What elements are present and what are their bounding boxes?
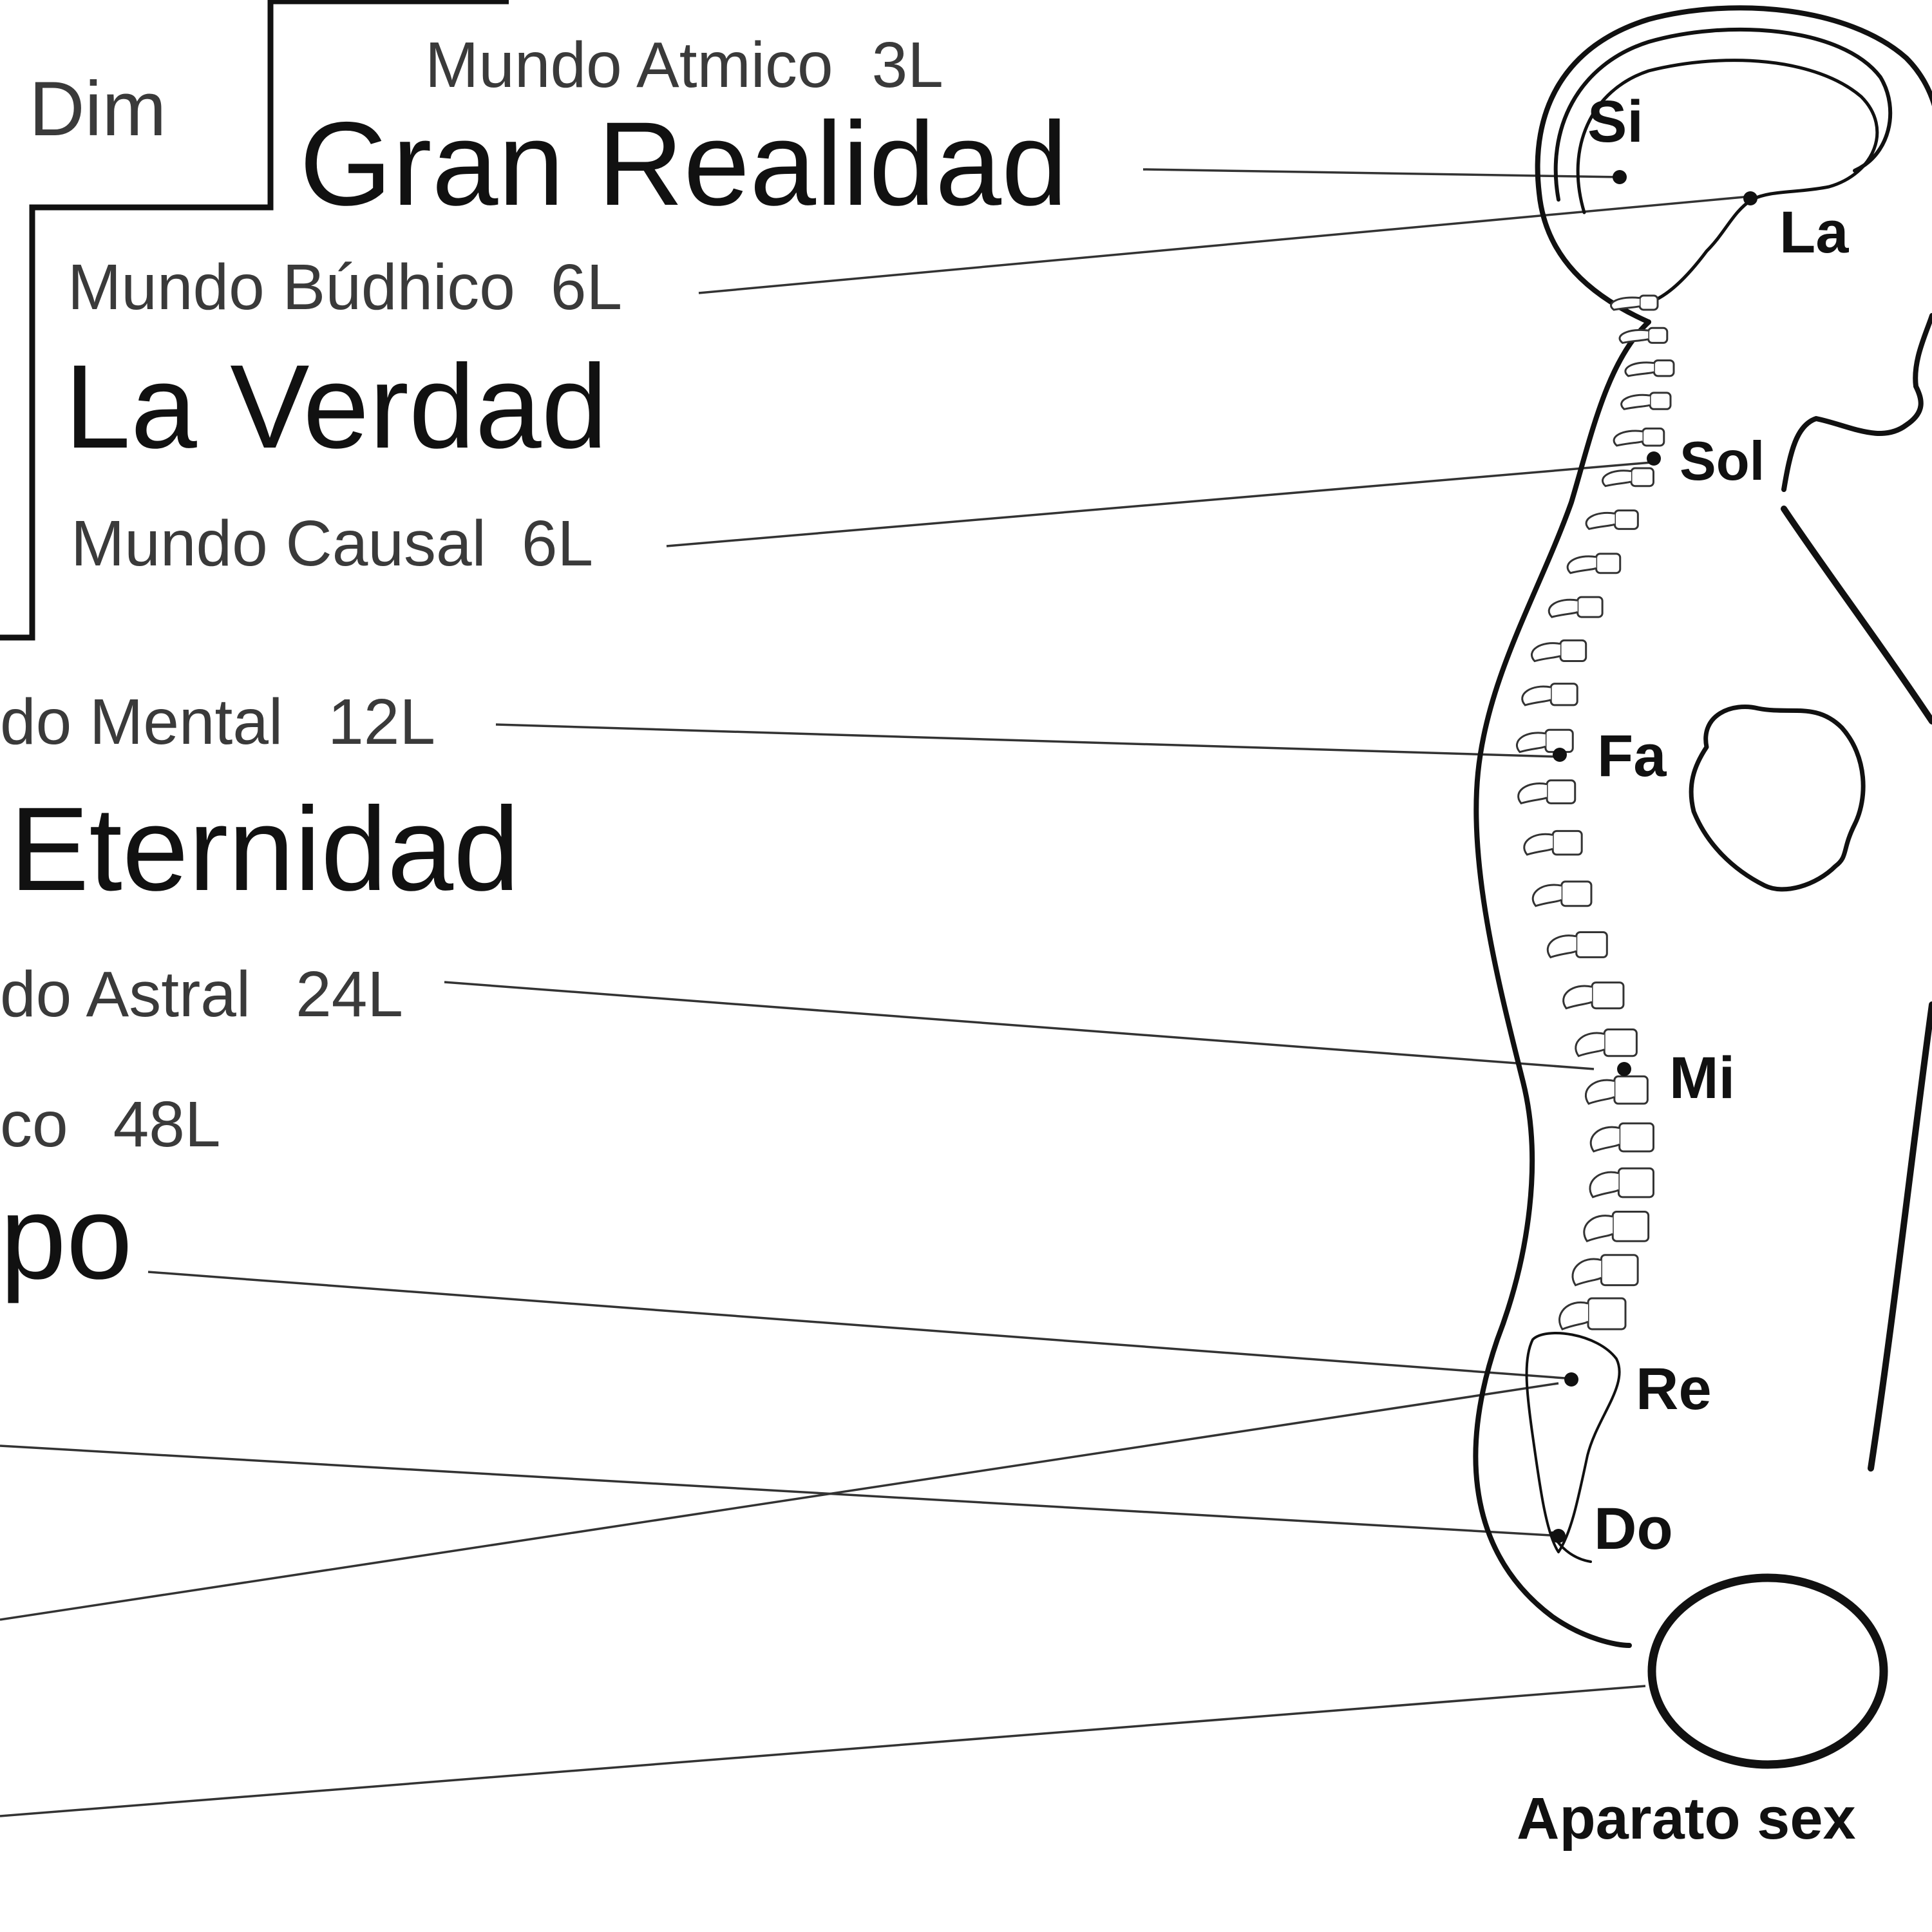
vertebra-process <box>1523 833 1554 856</box>
realm-gran-realidad: Gran Realidad <box>299 98 1068 231</box>
brain-outline <box>1576 59 1879 305</box>
note-la: La <box>1779 200 1849 265</box>
note-si: Si <box>1587 89 1643 155</box>
vertebra-process <box>1620 393 1651 410</box>
vertebra <box>1653 359 1675 377</box>
vertebra <box>1591 981 1625 1010</box>
note-re: Re <box>1636 1356 1712 1422</box>
vertebra <box>1638 294 1659 311</box>
leader-si <box>1142 168 1620 178</box>
point-mi <box>1617 1062 1631 1076</box>
spine <box>1515 294 1675 1331</box>
dimension-frame <box>0 0 509 641</box>
vertebra-process <box>1624 361 1654 377</box>
vertebra-process <box>1618 328 1649 345</box>
back-contour <box>1473 319 1651 1648</box>
head-inner-outline <box>1553 27 1893 202</box>
vertebra-process <box>1531 642 1561 663</box>
vertebra <box>1551 829 1583 856</box>
vertebra <box>1649 392 1672 410</box>
leader-mi <box>444 981 1595 1070</box>
vertebra-process <box>1548 598 1578 618</box>
point-re <box>1564 1372 1578 1387</box>
sex-organ-circle <box>1647 1573 1888 1769</box>
vertebra <box>1614 509 1639 530</box>
point-sol <box>1647 451 1661 466</box>
vertebra-process <box>1613 430 1643 447</box>
vertebra-process <box>1566 555 1597 574</box>
vertebra <box>1618 1122 1654 1153</box>
vertebra-process <box>1521 685 1551 706</box>
vertebra-process <box>1558 1302 1589 1331</box>
vertebra <box>1577 596 1604 618</box>
leader-la <box>698 195 1751 294</box>
vertebra-process <box>1585 511 1616 530</box>
vertebra-process <box>1589 1171 1620 1198</box>
vertebra-process <box>1589 1126 1620 1153</box>
leader-re-lower <box>0 1382 1559 1621</box>
vertebra <box>1560 880 1593 907</box>
note-fa: Fa <box>1597 723 1667 789</box>
vertebra-process <box>1571 1258 1602 1287</box>
leader-fa <box>495 723 1559 758</box>
point-la <box>1743 191 1757 205</box>
vertebra-process <box>1602 469 1632 488</box>
vertebra <box>1600 1254 1639 1287</box>
vertebra <box>1642 427 1665 447</box>
point-si <box>1613 170 1627 184</box>
leader-do <box>0 1444 1562 1537</box>
realm-eternidad: Eternidad <box>10 783 520 916</box>
vertebra <box>1647 327 1669 344</box>
vertebra <box>1630 467 1654 488</box>
vertebra <box>1546 779 1577 804</box>
vertebra <box>1613 1075 1649 1105</box>
vertebra-process <box>1546 934 1577 959</box>
vertebra <box>1603 1028 1638 1057</box>
leader-sol <box>666 461 1653 547</box>
heart-shape <box>1689 705 1866 892</box>
front-torso <box>1781 506 1932 724</box>
vertebra-process <box>1531 884 1562 907</box>
vertebra-process <box>1517 782 1548 805</box>
point-do <box>1551 1529 1566 1543</box>
body-silhouette <box>1473 5 1932 1769</box>
vertebra-process <box>1610 296 1640 311</box>
vertebra-process <box>1575 1032 1605 1057</box>
vertebra <box>1617 1167 1654 1198</box>
leader-lines <box>0 168 1751 1817</box>
face-contour <box>1781 313 1932 492</box>
point-fa <box>1553 748 1567 762</box>
note-do: Do <box>1594 1496 1673 1562</box>
head-outline <box>1535 5 1932 325</box>
vertebra <box>1587 1297 1627 1331</box>
vertebra-process <box>1515 732 1546 753</box>
dimension-label: Dim <box>29 66 166 152</box>
organ-label: Aparato sex <box>1517 1786 1856 1852</box>
realm-tiempo: po <box>0 1171 133 1304</box>
vertebra <box>1611 1210 1650 1242</box>
vertebra <box>1549 683 1578 706</box>
vertebra-process <box>1583 1215 1614 1243</box>
sacrum <box>1525 1332 1621 1553</box>
vertebra-process <box>1562 985 1593 1010</box>
note-sol: Sol <box>1680 431 1765 492</box>
leader-re-upper <box>147 1271 1566 1379</box>
vertebra <box>1559 639 1587 663</box>
leader-organ <box>0 1685 1646 1817</box>
vertebra <box>1575 931 1608 958</box>
belly-contour <box>1868 1001 1932 1472</box>
note-mi: Mi <box>1669 1045 1735 1111</box>
realm-la-verdad: La Verdad <box>64 341 608 473</box>
vertebra-process <box>1584 1079 1615 1105</box>
vertebra <box>1595 553 1622 574</box>
